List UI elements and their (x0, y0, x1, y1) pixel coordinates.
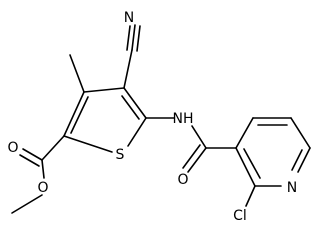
thiophene-ring (63, 87, 147, 153)
bond-cn-triple-3 (136, 25, 141, 52)
atom-o-ester-ether: O (37, 180, 48, 196)
bond-c2-c3 (63, 91, 85, 137)
amide-group (145, 117, 237, 173)
bond-c3-c4 (83, 87, 125, 93)
bond-c2-ester-c (41, 135, 65, 161)
bond-c2-c3-inner (70, 96, 89, 134)
bond-c5-s (127, 117, 147, 147)
bond-cn-triple-2 (126, 25, 131, 51)
pyridine-ring (235, 117, 311, 187)
bond-nh-carbonyl (191, 125, 207, 149)
bond-c4-c5-inner (121, 95, 140, 120)
bond-p2-p3 (235, 147, 256, 187)
bond-methyl (69, 54, 85, 93)
bond-p2-p3-inner (243, 148, 261, 179)
bond-p6-n-inner (291, 149, 303, 171)
bond-p3-p4 (235, 117, 254, 149)
bond-c4-c5 (123, 87, 147, 119)
bond-ester-co-2 (19, 154, 40, 167)
bond-carbonyl-o-2 (182, 144, 201, 169)
bond-c4-cn (123, 49, 133, 89)
bond-p6-n (297, 147, 311, 173)
bond-s-c2 (63, 135, 113, 153)
nitrile-group (123, 24, 141, 89)
bond-p2-cl (245, 185, 256, 207)
atom-n-nitrile: N (124, 10, 134, 26)
bond-carbonyl-o-1 (187, 147, 207, 173)
atom-nh-amide: NH (173, 111, 194, 127)
atom-o-amide: O (177, 172, 188, 188)
atom-o-ester-carbonyl: O (7, 140, 18, 156)
bond-o-methyl (11, 194, 43, 214)
structure-diagram: N S NH O N Cl O O (7, 10, 311, 224)
atom-s-ring: S (116, 147, 125, 163)
bond-ester-c-o (41, 159, 45, 179)
atom-n-pyridine: N (287, 180, 297, 196)
bond-cn-triple-1 (131, 24, 136, 51)
bond-ester-co-1 (22, 148, 43, 161)
atom-cl: Cl (233, 208, 247, 224)
molecule-drawing: N S NH O N Cl O O (7, 10, 311, 224)
ester-group (11, 135, 65, 214)
bond-p5-p6 (290, 117, 311, 149)
